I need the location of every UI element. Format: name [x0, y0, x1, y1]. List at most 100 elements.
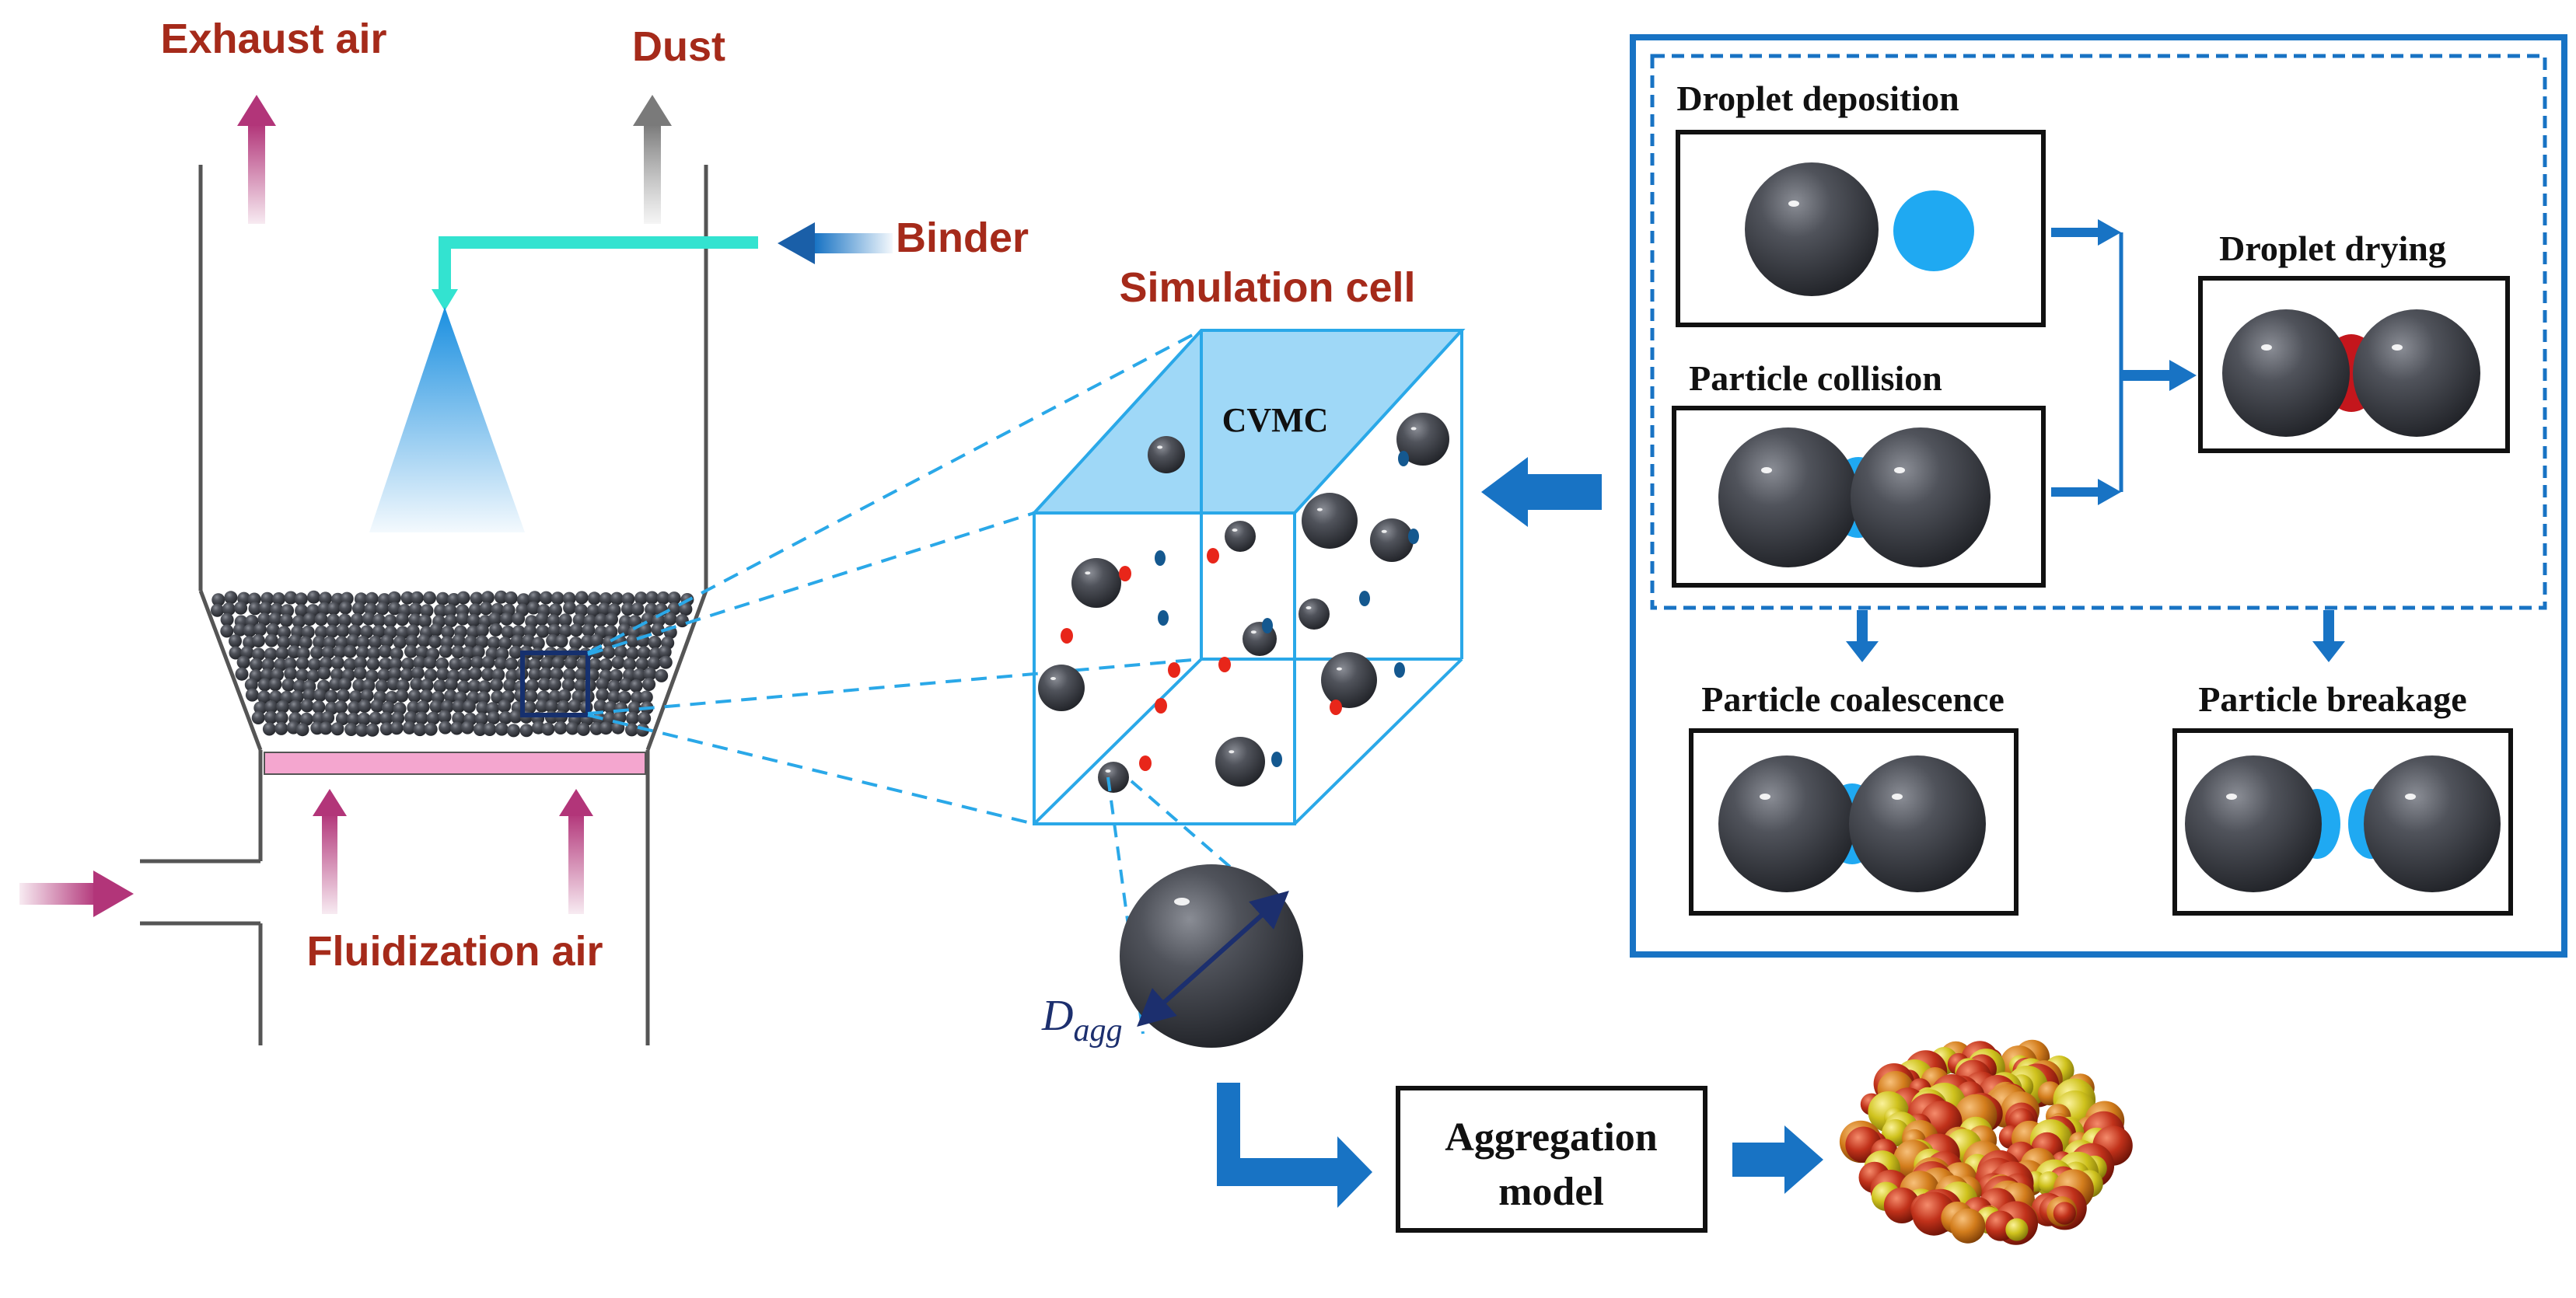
- bed-particle: [417, 633, 431, 647]
- bed-particle: [642, 678, 656, 691]
- bed-particle: [234, 601, 248, 615]
- bed-particle: [259, 602, 272, 616]
- bed-particle: [406, 624, 420, 638]
- bed-particle: [266, 623, 280, 637]
- bed-particle: [372, 625, 386, 638]
- bed-particle: [452, 700, 466, 714]
- bed-particle: [360, 689, 374, 703]
- bed-particle: [220, 624, 234, 638]
- red-droplet: [1207, 548, 1219, 564]
- bed-particle: [222, 602, 236, 616]
- distributor-plate: [264, 752, 646, 775]
- bed-particle: [402, 721, 416, 734]
- label-simulation-cell: Simulation cell: [1119, 264, 1415, 311]
- bed-particle: [292, 615, 306, 629]
- bed-particle: [565, 721, 579, 735]
- bed-particle: [495, 722, 509, 736]
- bed-particle: [509, 645, 523, 659]
- bed-particle: [539, 591, 553, 605]
- bed-particle: [405, 634, 419, 648]
- bed-particle: [413, 656, 427, 670]
- bed-particle: [547, 614, 561, 628]
- cell-particle: [1302, 493, 1358, 549]
- bed-particle: [248, 602, 262, 616]
- bed-particle: [308, 658, 321, 672]
- bed-particle: [324, 689, 338, 703]
- bed-particle: [443, 604, 457, 618]
- bed-particle: [510, 634, 524, 648]
- bed-particle: [548, 678, 561, 692]
- bed-particle: [477, 691, 491, 705]
- bed-particle: [317, 602, 331, 616]
- bed-particle: [357, 712, 371, 726]
- bed-particle: [274, 711, 288, 725]
- bed-particle: [281, 678, 295, 692]
- bed-particle: [244, 678, 258, 692]
- bed-particle: [599, 721, 613, 735]
- bed-particle: [526, 601, 540, 615]
- bed-particle: [288, 700, 302, 714]
- bed-particle: [587, 591, 601, 605]
- bed-particle: [544, 700, 558, 714]
- blue-droplet: [1408, 529, 1419, 544]
- bed-particle: [675, 614, 689, 628]
- bed-particle: [292, 679, 306, 693]
- binder-feed-line: [439, 236, 758, 299]
- bed-particle: [528, 591, 542, 605]
- bed-particle: [637, 646, 651, 660]
- fluidization-air-up-arrow-left-icon: [313, 789, 347, 914]
- bed-particle: [562, 591, 576, 605]
- bed-particle: [369, 635, 383, 649]
- bed-particle: [300, 699, 314, 713]
- bed-particle: [609, 668, 623, 682]
- bed-particle: [319, 591, 332, 605]
- bed-particle: [617, 690, 631, 704]
- bed-particle: [526, 679, 540, 693]
- bed-particle: [362, 612, 376, 626]
- bed-particle: [393, 636, 407, 649]
- bed-particle: [528, 658, 542, 672]
- bed-particle: [377, 668, 391, 682]
- bed-particle: [245, 688, 259, 702]
- box-particle-coalescence: [1689, 728, 2019, 916]
- bed-particle: [473, 723, 487, 736]
- red-droplet: [1061, 628, 1073, 644]
- bed-particle: [250, 658, 264, 672]
- bed-particle: [302, 612, 316, 626]
- bed-particle: [439, 721, 453, 734]
- bed-particle: [281, 604, 295, 618]
- bed-particle: [252, 634, 265, 647]
- bed-particle: [264, 700, 278, 714]
- red-droplet: [1218, 657, 1231, 672]
- blue-droplet: [1262, 618, 1273, 633]
- bed-particle: [632, 668, 646, 682]
- bed-particle: [338, 677, 351, 691]
- bed-particle: [312, 700, 326, 714]
- bed-particle: [343, 644, 357, 658]
- bed-particle: [299, 712, 313, 726]
- bed-particle: [404, 644, 418, 658]
- bed-particle: [283, 657, 297, 671]
- mechanisms-outer-frame: [1630, 34, 2567, 958]
- bed-particle: [558, 624, 572, 638]
- bed-particle: [360, 625, 374, 639]
- bed-particle: [302, 688, 316, 702]
- bed-particle: [424, 668, 438, 682]
- bed-particle: [589, 721, 603, 735]
- bed-particle: [353, 666, 367, 680]
- bed-particle: [509, 710, 523, 724]
- bed-particle: [314, 612, 328, 626]
- bed-particle: [268, 678, 282, 692]
- bed-particle: [507, 724, 520, 738]
- box-droplet-drying: [2198, 276, 2510, 453]
- cell-particle: [1038, 665, 1085, 711]
- bed-particle: [367, 647, 381, 661]
- bed-particle: [629, 679, 643, 693]
- bed-particle: [475, 623, 489, 637]
- bed-particle: [483, 723, 497, 736]
- bed-particle: [426, 711, 440, 725]
- bed-particle: [319, 657, 333, 670]
- aggregate-primary-particle: [1950, 1208, 1986, 1244]
- bed-particle: [274, 721, 288, 735]
- bed-particle: [490, 678, 503, 692]
